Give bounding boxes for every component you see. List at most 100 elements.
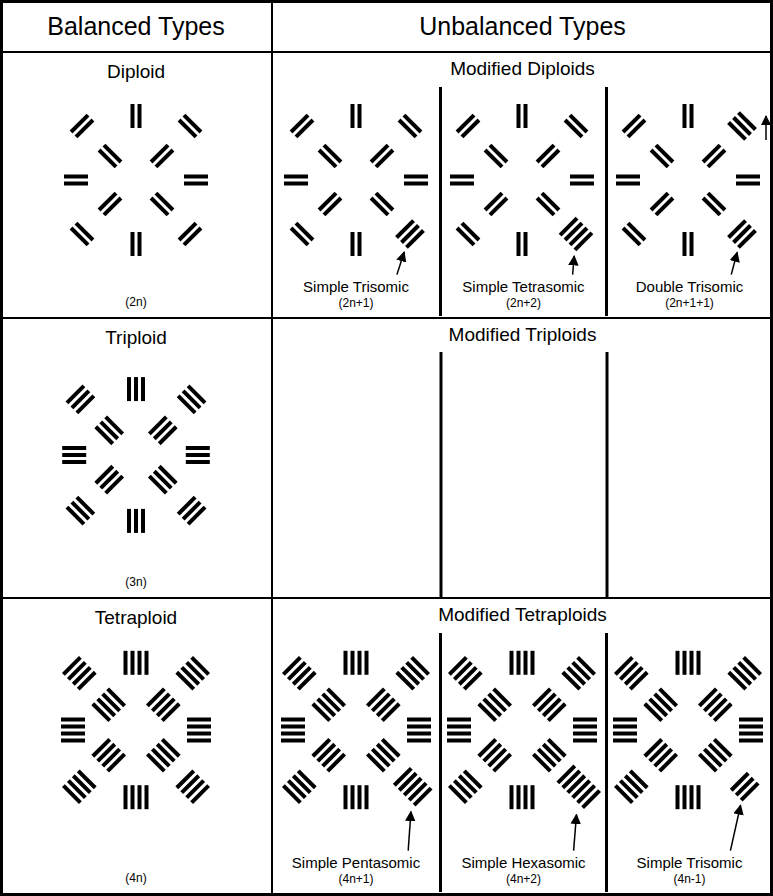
homologue-group xyxy=(564,114,589,139)
chromosome-bar xyxy=(564,222,584,242)
chromosome-bar xyxy=(150,197,170,217)
variant-panel: Simple Hexasomic(4n+2) xyxy=(439,633,605,892)
homologue-group xyxy=(404,175,428,186)
chromosome-bar xyxy=(570,175,594,179)
chromosome-bar xyxy=(381,702,401,722)
chromosome-bar xyxy=(517,104,521,128)
chromosome-bar xyxy=(187,739,211,743)
chromosome-bar xyxy=(127,509,131,533)
chromosome-bar xyxy=(72,774,92,794)
variant-panel: Simple Pentasomic(4n+1) xyxy=(273,633,439,892)
homologue-group xyxy=(366,687,401,722)
chromosome-bar xyxy=(351,651,355,675)
homologue-group xyxy=(650,144,675,169)
homologue-group xyxy=(570,175,594,186)
homologue-group xyxy=(517,232,528,256)
chromosome-bar xyxy=(477,738,497,758)
chromosome-bar xyxy=(737,111,757,131)
chromosome-bar xyxy=(614,784,634,804)
chromosome-bar xyxy=(190,784,210,804)
homologue-group xyxy=(702,192,727,217)
variant-panel: Double Trisomic(2n+1+1) xyxy=(605,87,771,316)
homologue-group xyxy=(613,718,637,743)
chromosome-bar xyxy=(187,718,211,722)
homologue-group xyxy=(484,144,509,169)
homologue-group xyxy=(370,192,395,217)
chromosome-bar xyxy=(408,782,428,802)
leader-arrow xyxy=(573,256,575,275)
chromosome-bar xyxy=(727,671,747,691)
chromosome-bar xyxy=(282,656,302,676)
chromosome-bar xyxy=(676,651,680,675)
chromosome-bar xyxy=(447,732,471,736)
chromosome-bar xyxy=(708,743,728,763)
chromosome-bar xyxy=(153,420,173,440)
chromosome-bar xyxy=(413,787,433,807)
chromosome-bar xyxy=(91,702,111,722)
chromosome-bar xyxy=(517,651,521,675)
chromosome-bar xyxy=(736,182,760,186)
chromosome-bar xyxy=(145,785,149,809)
homologue-group xyxy=(124,651,149,675)
chromosome-bar xyxy=(297,671,317,691)
chromosome-bar xyxy=(99,420,119,440)
chromosome-bar xyxy=(735,777,755,797)
column-header: Balanced Types xyxy=(0,0,272,52)
chromosome-formula: (2n+1+1) xyxy=(665,296,714,310)
chromosome-bar xyxy=(72,666,92,686)
chromosome-bar xyxy=(566,666,586,686)
chromosome-bar xyxy=(184,175,208,179)
chromosome-bar xyxy=(655,144,675,164)
leader-arrow xyxy=(397,252,404,275)
chromosome-bar xyxy=(371,748,391,768)
chromosome-bar xyxy=(131,232,135,256)
chromosome-bar xyxy=(622,114,642,134)
chromosome-bar xyxy=(187,725,211,729)
chromosome-bar xyxy=(573,718,597,722)
chromosome-bar xyxy=(155,192,175,212)
chromosome-bar xyxy=(410,656,430,676)
chromosome-formula: (4n-1) xyxy=(673,872,705,886)
chromosome-bar xyxy=(739,725,763,729)
chromosome-bar xyxy=(182,501,202,521)
chromosome-bar xyxy=(190,656,210,676)
homologue-group xyxy=(683,104,694,128)
chromosome-bar xyxy=(75,222,95,242)
chromosome-bar xyxy=(683,104,687,128)
homologue-group xyxy=(676,785,701,809)
chromosome-set xyxy=(62,377,210,533)
chromosome-bar xyxy=(62,784,82,804)
chromosome-bar xyxy=(375,149,395,169)
chromosome-bar xyxy=(727,219,747,239)
homologue-group xyxy=(407,718,431,743)
type-name: Simple Trisomic xyxy=(303,278,409,296)
variant-panel: Simple Trisomic(2n+1) xyxy=(273,87,439,316)
chromosome-bar xyxy=(184,182,208,186)
chromosome-bar xyxy=(619,661,639,681)
chromosome-bar xyxy=(99,470,119,490)
homologue-group xyxy=(517,104,528,128)
chromosome-bar xyxy=(703,692,723,712)
chromosome-bar xyxy=(690,232,694,256)
homologue-group xyxy=(64,175,88,186)
homologue-group xyxy=(643,738,678,773)
chromosome-bar xyxy=(156,743,176,763)
homologue-group xyxy=(318,144,343,169)
chromosome-bar xyxy=(708,697,728,717)
chromosome-set xyxy=(447,651,601,809)
chromosome-bar xyxy=(290,227,310,247)
chromosome-bar xyxy=(295,119,315,139)
chromosome-bar xyxy=(517,785,521,809)
homologue-group xyxy=(556,764,601,809)
chromosome-bar xyxy=(492,753,512,773)
chromosome-bar xyxy=(658,753,678,773)
chromosome-bar xyxy=(182,389,202,409)
chromosome-bar xyxy=(104,475,124,495)
homologue-group xyxy=(150,144,175,169)
chromosome-bar xyxy=(94,465,114,485)
chromosome-bar xyxy=(484,149,504,169)
homologue-group xyxy=(124,785,149,809)
chromosome-bar xyxy=(559,217,579,237)
homologue-group xyxy=(616,175,640,186)
chromosome-bar xyxy=(311,702,331,722)
